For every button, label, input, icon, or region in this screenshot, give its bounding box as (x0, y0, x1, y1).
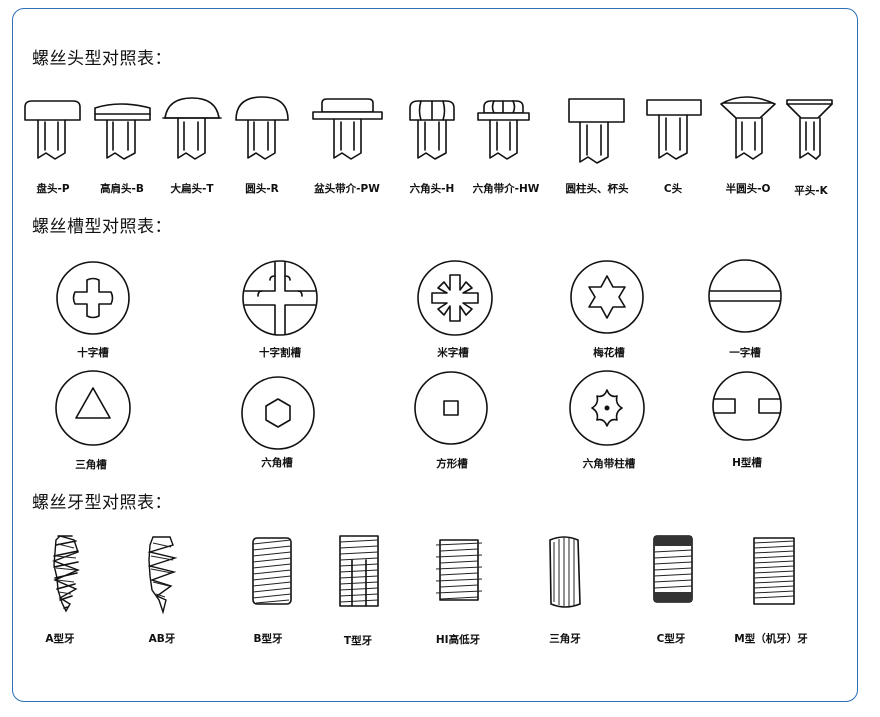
label-triangle-slot: 三角槽 (75, 459, 107, 471)
panel-frame (12, 8, 858, 702)
label-c-head: C头 (663, 183, 683, 195)
label-c-thread: C型牙 (656, 633, 686, 645)
label-pan-head: 盘头-P (36, 183, 70, 195)
phillips-slot-icon (56, 261, 130, 335)
label-pozidriv-slot: 米字槽 (437, 347, 469, 359)
slotted-icon (708, 259, 782, 333)
label-hex-washer-head: 六角带介-HW (472, 183, 540, 195)
thread-section-title: 螺丝牙型对照表： (32, 493, 172, 513)
label-high-shoulder-head: 高肩头-B (100, 183, 144, 195)
hex-washer-head-icon (477, 100, 530, 160)
high-shoulder-head-icon (94, 103, 151, 160)
torx-pin-slot-icon (569, 370, 645, 446)
cylinder-head-icon (568, 98, 625, 164)
label-cylinder-head: 圆柱头、杯头 (565, 183, 629, 195)
label-t-thread: T型牙 (343, 635, 373, 647)
label-a-thread: A型牙 (45, 633, 75, 645)
hex-head-icon (409, 100, 455, 160)
label-h-slot: H型槽 (732, 457, 762, 469)
label-hi-lo-thread: HI高低牙 (435, 634, 481, 646)
label-combo-slot: 十字割槽 (259, 347, 301, 359)
head-section-title: 螺丝头型对照表： (32, 49, 172, 69)
round-head-icon (235, 96, 289, 160)
torx-slot-icon (570, 260, 644, 334)
h-slot-icon (712, 371, 782, 441)
label-phillips-slot: 十字槽 (77, 347, 109, 359)
square-slot-icon (414, 371, 488, 445)
c-thread-icon (653, 535, 693, 603)
label-hex-socket: 六角槽 (261, 457, 293, 469)
label-flat-head: 平头-K (794, 185, 828, 197)
c-head-icon (646, 99, 702, 160)
label-hex-head: 六角头-H (409, 183, 455, 195)
label-torx-pin-slot: 六角带柱槽 (582, 458, 636, 470)
label-slotted: 一字槽 (729, 347, 761, 359)
pozidriv-slot-icon (417, 260, 493, 336)
slot-section-title: 螺丝槽型对照表： (32, 217, 172, 237)
a-thread-icon (52, 535, 80, 613)
truss-head-icon (162, 97, 222, 160)
ab-thread-icon (147, 536, 178, 615)
combo-slot-icon (242, 260, 318, 336)
label-pan-washer-head: 盆头带介-PW (314, 183, 380, 195)
flat-head-icon (786, 99, 833, 160)
triangle-thread-icon (549, 536, 581, 608)
label-square-slot: 方形槽 (436, 458, 468, 470)
machine-thread-icon (753, 537, 795, 605)
label-triangle-thread: 三角牙 (549, 633, 581, 645)
b-thread-icon (252, 537, 292, 605)
oval-head-icon (720, 96, 776, 160)
label-torx-slot: 梅花槽 (593, 347, 625, 359)
label-ab-thread: AB牙 (148, 633, 176, 645)
label-round-head: 圆头-R (245, 183, 279, 195)
hex-socket-icon (241, 376, 315, 450)
label-machine-thread: M型（机牙）牙 (734, 633, 808, 645)
pan-washer-head-icon (312, 98, 383, 160)
triangle-slot-icon (55, 370, 131, 446)
hi-lo-thread-icon (435, 539, 483, 601)
t-thread-icon (339, 535, 379, 607)
label-truss-head: 大扁头-T (170, 183, 214, 195)
label-b-thread: B型牙 (253, 633, 283, 645)
label-oval-head: 半圆头-O (725, 183, 771, 195)
pan-head-icon (24, 100, 81, 160)
